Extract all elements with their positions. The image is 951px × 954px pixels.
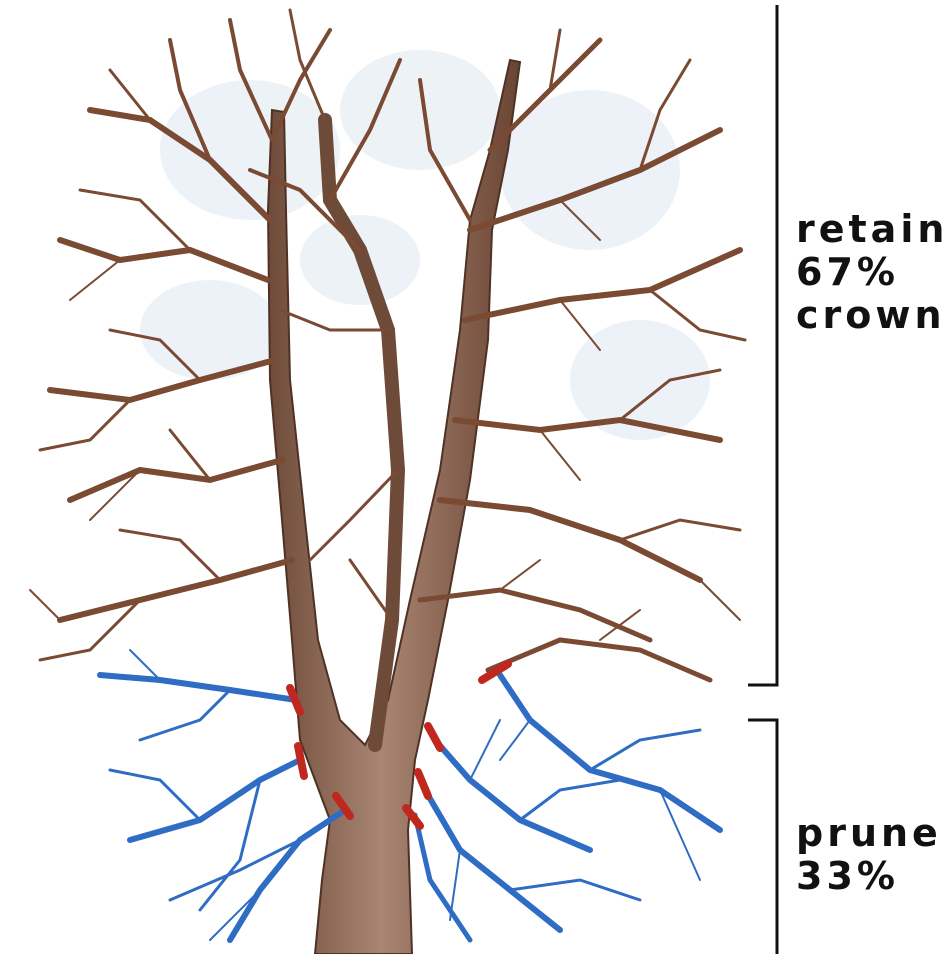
prune-percent: 33% [796, 855, 942, 898]
retain-bracket [748, 5, 777, 685]
prune-word: prune [796, 812, 942, 855]
prune-label: prune 33% [796, 812, 942, 898]
prune-bracket [748, 720, 777, 954]
retain-label: retain 67% crown [796, 208, 948, 337]
retain-percent: 67% [796, 251, 948, 294]
retain-word: retain [796, 208, 948, 251]
retain-part: crown [796, 294, 948, 337]
